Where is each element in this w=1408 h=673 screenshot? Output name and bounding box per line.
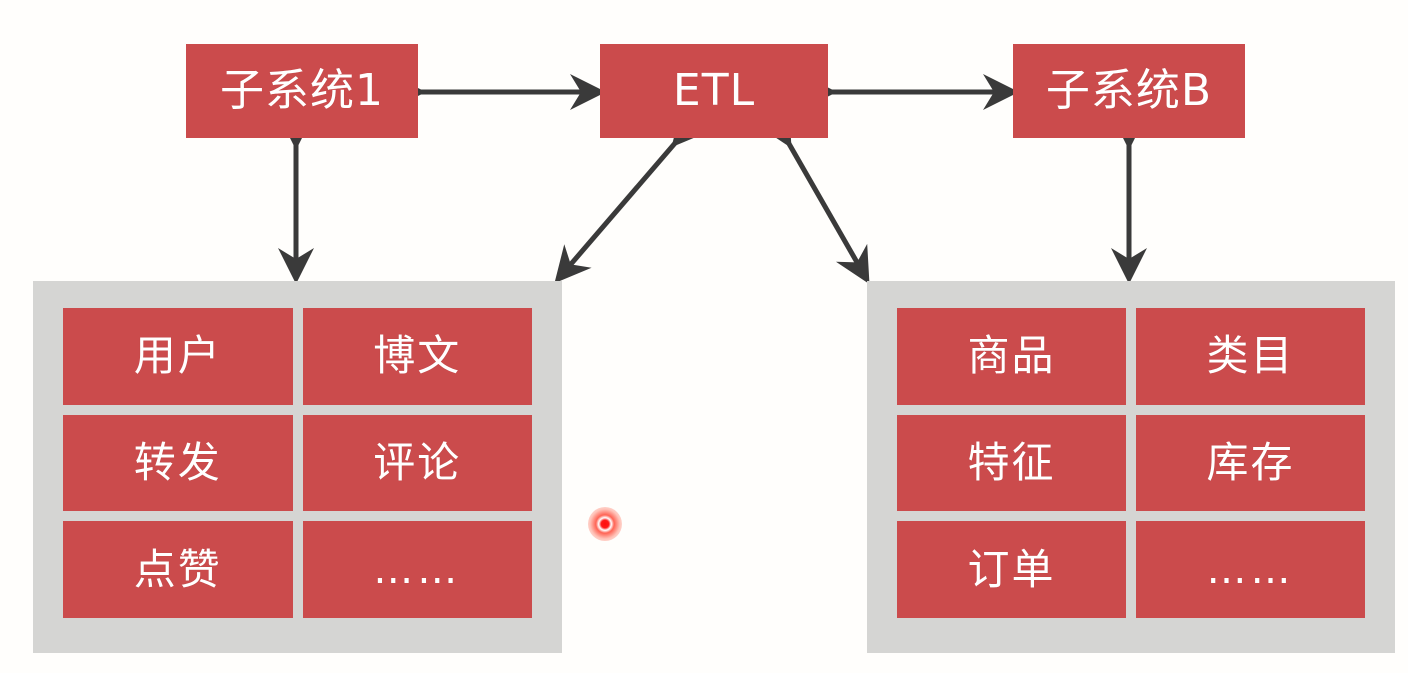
right-data-group-grid: 商品 类目 特征 库存 订单 …… [897,308,1365,618]
leaf-comment[interactable]: 评论 [302,414,532,512]
leaf-order-label: 订单 [967,544,1056,594]
node-etl[interactable]: ETL [600,44,828,138]
leaf-repost[interactable]: 转发 [63,414,293,512]
leaf-user-label: 用户 [133,331,222,381]
leaf-more-right[interactable]: …… [1136,521,1365,618]
left-data-group-grid: 用户 博文 转发 评论 点赞 …… [63,308,532,618]
node-subsystem-b-label: 子系统B [1045,65,1213,116]
leaf-feature[interactable]: 特征 [897,414,1126,512]
leaf-more-right-label: …… [1206,546,1295,593]
node-etl-label: ETL [672,65,756,116]
node-subsystem-b[interactable]: 子系统B [1013,44,1245,138]
connector-etl-rightgroup [757,107,870,285]
leaf-user[interactable]: 用户 [63,308,293,405]
cursor-click-marker [588,507,622,541]
leaf-stock-label: 库存 [1206,437,1295,487]
leaf-comment-label: 评论 [373,437,462,487]
connector-etl-leftgroup [554,108,709,284]
leaf-more-left-label: …… [373,546,462,593]
leaf-like-label: 点赞 [133,544,222,594]
node-subsystem-1-label: 子系统1 [220,65,384,116]
leaf-more-left[interactable]: …… [302,521,532,618]
leaf-feature-label: 特征 [967,437,1056,487]
leaf-post-label: 博文 [373,331,462,381]
leaf-product-label: 商品 [967,331,1056,381]
leaf-stock[interactable]: 库存 [1136,414,1365,512]
leaf-product[interactable]: 商品 [897,308,1126,405]
leaf-like[interactable]: 点赞 [63,521,293,618]
leaf-category-label: 类目 [1206,331,1295,381]
leaf-category[interactable]: 类目 [1136,308,1365,405]
leaf-post[interactable]: 博文 [302,308,532,405]
leaf-order[interactable]: 订单 [897,521,1126,618]
node-subsystem-1[interactable]: 子系统1 [186,44,418,138]
leaf-repost-label: 转发 [133,437,222,487]
